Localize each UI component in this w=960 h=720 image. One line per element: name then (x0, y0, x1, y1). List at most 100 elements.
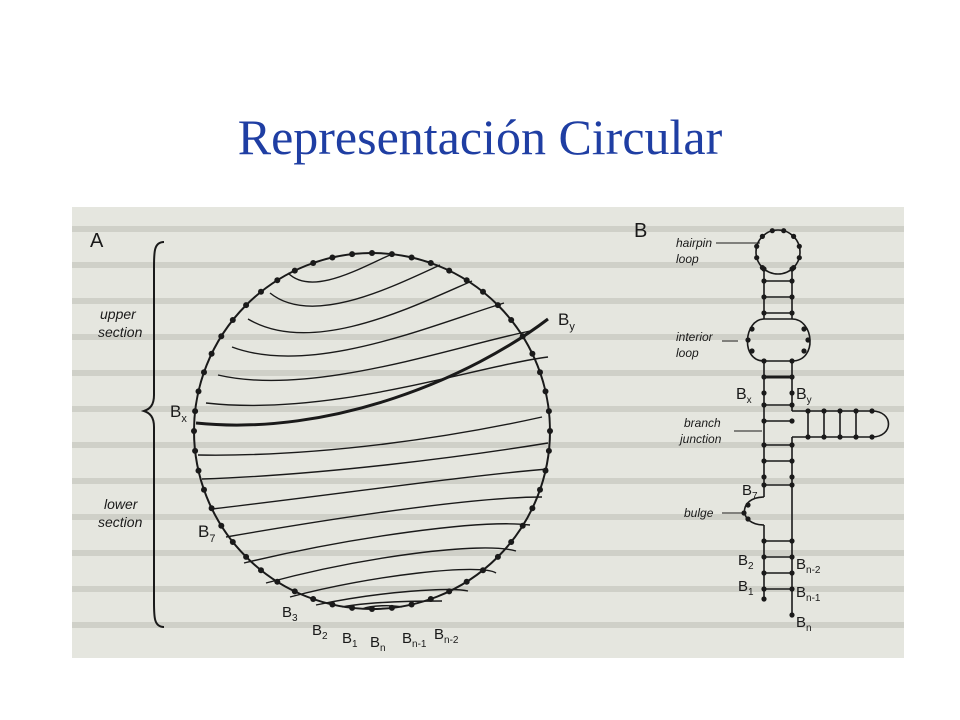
nucleotide-dot (545, 447, 552, 454)
nucleotide-dot (759, 233, 766, 239)
structure-nucleotides (741, 228, 875, 618)
nucleotide-dot (761, 294, 767, 300)
label-b7: B7 (198, 522, 215, 545)
nucleotide-dot (761, 586, 767, 592)
nucleotide-dot (195, 388, 202, 395)
nucleotide-dot (388, 251, 395, 258)
hairpin-loop-label-line2: loop (676, 252, 699, 266)
nucleotide-dot (761, 418, 767, 424)
nucleotide-dot (537, 486, 543, 493)
nucleotide-dot (349, 604, 356, 611)
nucleotide-dot (761, 474, 767, 480)
nucleotide-dot (745, 502, 751, 508)
nucleotide-dot (789, 278, 795, 284)
nucleotide-dot (408, 601, 415, 608)
base-pair-chords-lower (197, 416, 549, 610)
nucleotide-dot (789, 612, 795, 618)
figure-canvas: A upper section lower section (72, 220, 904, 654)
nucleotide-dot (853, 408, 859, 414)
nucleotide-dot (508, 539, 515, 545)
nucleotide-dot (789, 390, 795, 396)
interior-loop-label-line2: loop (676, 346, 699, 360)
panel-b-label: B (634, 220, 647, 242)
nucleotide-dot (529, 505, 536, 512)
nucleotide-dot (480, 288, 486, 295)
nucleotide-dot (821, 408, 827, 414)
label-b1: B1 (342, 630, 358, 650)
nucleotide-dot (789, 554, 795, 560)
b-label-bn: Bn (796, 614, 812, 634)
nucleotide-dot (869, 408, 875, 414)
nucleotide-dot (741, 510, 747, 516)
nucleotide-dot (291, 588, 298, 595)
nucleotide-dot (761, 310, 767, 316)
nucleotide-dot (761, 554, 767, 560)
nucleotide-dot (545, 408, 552, 415)
nucleotide-dot (789, 442, 795, 448)
nucleotide-dot (310, 596, 317, 602)
nucleotide-dot (243, 553, 250, 560)
background-texture (72, 226, 904, 628)
b-label-b2: B2 (738, 552, 754, 572)
branch-hairpin (871, 410, 890, 438)
panel-b: B hairpin loop interior loop branch junc… (634, 220, 890, 634)
nucleotide-dot (754, 243, 760, 249)
nucleotide-dot (291, 267, 298, 274)
nucleotide-dot (789, 310, 795, 316)
nucleotide-dot (789, 418, 795, 424)
nucleotide-dot (761, 390, 767, 396)
nucleotide-dot (761, 482, 767, 488)
nucleotide-dot (761, 442, 767, 448)
label-by: By (558, 310, 575, 333)
b-label-b7: B7 (742, 482, 758, 502)
nucleotide-dot (547, 428, 553, 434)
nucleotide-dot (789, 458, 795, 464)
nucleotide-dot (218, 522, 225, 529)
nucleotide-dot (761, 570, 767, 576)
nucleotide-dot (759, 265, 766, 271)
nucleotide-dot (749, 326, 755, 332)
nucleotide-dot (791, 233, 797, 239)
nucleotide-dot (446, 267, 453, 274)
nucleotide-dot (789, 474, 795, 480)
nucleotide-dot (195, 467, 202, 474)
nucleotide-dot (529, 350, 536, 357)
nucleotide-dot (745, 337, 751, 343)
rna-structure-figure: A upper section lower section (72, 207, 904, 658)
nucleotide-dot (754, 255, 760, 261)
slide-title: Representación Circular (237, 109, 723, 165)
b-label-b1: B1 (738, 578, 754, 598)
nucleotide-dot (789, 586, 795, 592)
nucleotide-dot (801, 326, 807, 332)
label-b2: B2 (312, 622, 328, 642)
nucleotide-dot (761, 458, 767, 464)
nucleotide-dot (789, 482, 795, 488)
nucleotide-dot (761, 538, 767, 544)
b-label-bx: Bx (736, 386, 752, 406)
nucleotide-dot (789, 538, 795, 544)
section-brace (140, 241, 165, 628)
nucleotide-dot (427, 260, 434, 266)
nucleotide-dot (369, 250, 375, 256)
label-bn: Bn (370, 634, 386, 654)
bx-by-chord (195, 317, 549, 427)
nucleotide-dot (310, 260, 317, 266)
nucleotide-dot (801, 348, 807, 354)
label-bn-1: Bn-1 (402, 630, 427, 650)
nucleotide-dot (789, 570, 795, 576)
nucleotide-dot (542, 388, 549, 395)
nucleotide-dot (745, 516, 751, 522)
upper-section-label-line2: section (98, 324, 143, 340)
nucleotide-dot (463, 277, 470, 284)
nucleotide-dot (201, 369, 207, 376)
hairpin-loop-label-line1: hairpin (676, 236, 712, 250)
nucleotide-dot (789, 374, 795, 380)
branch-junction-label-line2: junction (678, 432, 722, 446)
nucleotide-dot (494, 553, 501, 560)
nucleotide-dot (408, 254, 415, 261)
nucleotide-dot (853, 434, 859, 440)
hairpin-loop (755, 229, 801, 275)
nucleotide-dot (761, 374, 767, 380)
nucleotide-dot (537, 369, 543, 376)
nucleotide-dot (258, 288, 264, 295)
